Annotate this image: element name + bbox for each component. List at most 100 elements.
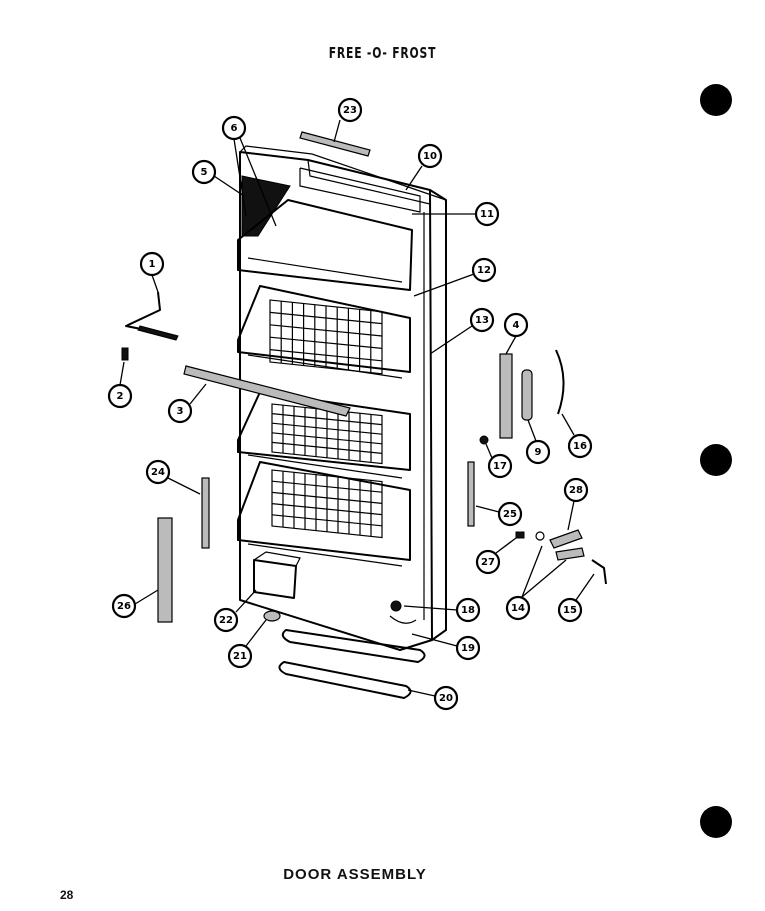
part-key (591, 559, 607, 585)
shelf-top (237, 199, 413, 291)
part-drip-box (253, 551, 301, 599)
callout-9: 9 (525, 439, 551, 465)
part-trim-strip (467, 461, 475, 527)
callout-26-circle (111, 593, 137, 619)
callout-26-text: 26 (117, 601, 131, 612)
part-side-strip (201, 477, 210, 549)
part-lock (555, 547, 585, 561)
callout-15-circle (557, 597, 583, 623)
grid-line (271, 514, 383, 527)
shelf-2 (237, 285, 411, 379)
callout-24: 24 (145, 459, 171, 485)
part-gasket-19 (281, 629, 426, 663)
grid-line (271, 480, 383, 493)
callout-26: 26 (111, 593, 137, 619)
callout-20-circle (433, 685, 459, 711)
grid-line (269, 349, 383, 362)
callout-21: 21 (227, 643, 253, 669)
callout-27: 27 (475, 549, 501, 575)
part-handle-bar (499, 353, 513, 439)
callout-3: 3 (167, 398, 193, 424)
part-screw (121, 347, 129, 361)
part-handle-cover (521, 369, 533, 421)
callout-21-circle (227, 643, 253, 669)
part-handle (555, 349, 565, 415)
callout-16-circle (567, 433, 593, 459)
callout-15: 15 (557, 597, 583, 623)
callout-2: 2 (107, 383, 133, 409)
part-hinge (389, 600, 417, 624)
callout-10-circle (417, 143, 443, 169)
callout-10-text: 10 (423, 151, 437, 162)
callout-24-circle (145, 459, 171, 485)
grid-line (269, 311, 383, 325)
callout-19-text: 19 (461, 643, 475, 654)
door-panel (239, 145, 447, 651)
callout-27-text: 27 (481, 557, 495, 568)
callout-13-circle (469, 307, 495, 333)
callout-28-circle (563, 477, 589, 503)
binder-hole-top (700, 84, 732, 116)
callout-18-circle (455, 597, 481, 623)
callout-18-text: 18 (461, 605, 475, 616)
part-gasket-20 (278, 661, 412, 699)
callout-28: 28 (563, 477, 589, 503)
page-number: 28 (60, 888, 74, 902)
shelf-4 (237, 461, 411, 567)
grid-line (269, 336, 383, 349)
callout-5-circle (191, 159, 217, 185)
callout-22-text: 22 (219, 615, 233, 626)
part-shelf-rail (183, 365, 351, 417)
page-title: FREE -O- FROST (328, 44, 437, 62)
callout-11-text: 11 (480, 209, 494, 220)
callout-14-text: 14 (511, 603, 525, 614)
callout-12: 12 (471, 257, 497, 283)
callout-9-text: 9 (535, 447, 542, 458)
callout-9-circle (525, 439, 551, 465)
callout-14-circle (505, 595, 531, 621)
callout-12-text: 12 (477, 265, 491, 276)
callout-6: 6 (221, 115, 247, 141)
callout-23-text: 23 (343, 105, 357, 116)
callout-15-text: 15 (563, 605, 577, 616)
callout-1-circle (139, 251, 165, 277)
grid-line (271, 491, 383, 504)
callout-22: 22 (213, 607, 239, 633)
callout-2-circle (107, 383, 133, 409)
callout-25-circle (497, 501, 523, 527)
callout-3-text: 3 (177, 406, 184, 417)
callout-25-text: 25 (503, 509, 517, 520)
part-nut (479, 435, 489, 445)
callout-18: 18 (455, 597, 481, 623)
callout-24-text: 24 (151, 467, 165, 478)
callout-21-text: 21 (233, 651, 247, 662)
part-latch (549, 529, 583, 549)
callout-11-circle (474, 201, 500, 227)
callout-6-circle (221, 115, 247, 141)
binder-hole-bottom (700, 806, 732, 838)
callout-3-circle (167, 398, 193, 424)
callout-12-circle (471, 257, 497, 283)
callout-17: 17 (487, 453, 513, 479)
callout-16-text: 16 (573, 441, 587, 452)
callout-1: 1 (139, 251, 165, 277)
part-gasket-strip (157, 517, 173, 623)
grid-line (271, 441, 383, 454)
part-clip (515, 531, 525, 539)
callout-20: 20 (433, 685, 459, 711)
callout-6-text: 6 (231, 123, 238, 134)
part-top-trim (299, 131, 371, 157)
callout-5-text: 5 (201, 167, 208, 178)
callout-2-text: 2 (117, 391, 124, 402)
grid-line (271, 432, 383, 445)
callout-22-circle (213, 607, 239, 633)
part-plug (263, 610, 281, 622)
callout-19: 19 (455, 635, 481, 661)
part-washer (535, 531, 545, 541)
callout-27-circle (475, 549, 501, 575)
shelf-3 (237, 391, 411, 479)
grid-line (269, 324, 383, 337)
callout-17-circle (487, 453, 513, 479)
